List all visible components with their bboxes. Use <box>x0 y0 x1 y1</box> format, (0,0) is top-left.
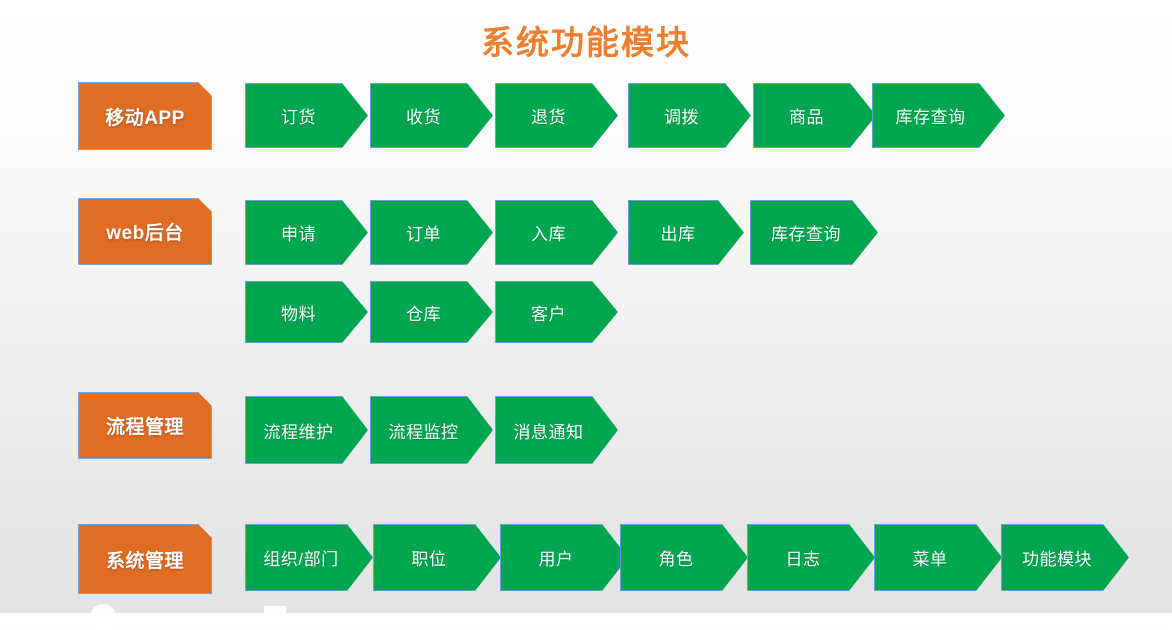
chevron-item[interactable]: 出库 <box>628 200 744 265</box>
chevron-label: 订单 <box>406 225 441 244</box>
partial-shape-square <box>264 606 286 626</box>
chevron-label: 角色 <box>658 550 694 569</box>
chevron-label: 日志 <box>785 550 821 569</box>
category-label: web后台 <box>106 223 184 244</box>
chevron-label: 商品 <box>789 108 824 127</box>
chevron-item[interactable]: 用户 <box>500 524 628 591</box>
chevron-label: 客户 <box>531 304 566 324</box>
chevron-item[interactable]: 物料 <box>245 281 368 343</box>
chevron-item[interactable]: 调拨 <box>628 83 751 148</box>
chevron-label: 用户 <box>538 550 574 569</box>
chevron-label: 库存查询 <box>895 108 966 127</box>
chevron-item[interactable]: 流程维护 <box>245 396 368 464</box>
chevron-label: 菜单 <box>912 550 948 569</box>
chevron-item[interactable]: 组织/部门 <box>245 524 373 591</box>
chevron-item[interactable]: 库存查询 <box>872 83 1005 148</box>
chevron-item[interactable]: 收货 <box>370 83 493 148</box>
chevron-label: 仓库 <box>406 304 441 324</box>
category-box-process-management[interactable]: 流程管理 <box>78 392 212 459</box>
chevron-label: 组织/部门 <box>263 550 339 569</box>
chevron-item[interactable]: 商品 <box>753 83 876 148</box>
chevron-label: 职位 <box>411 550 447 569</box>
chevron-label: 入库 <box>531 225 566 244</box>
chevron-item[interactable]: 客户 <box>495 281 618 343</box>
page-title: 系统功能模块 <box>481 24 691 61</box>
chevron-item[interactable]: 菜单 <box>874 524 1002 591</box>
chevron-item[interactable]: 退货 <box>495 83 618 148</box>
chevron-item[interactable]: 申请 <box>245 200 368 265</box>
chevron-item[interactable]: 角色 <box>620 524 748 591</box>
category-label: 流程管理 <box>105 417 184 438</box>
category-label: 移动APP <box>105 107 185 129</box>
chevron-label: 申请 <box>281 225 316 244</box>
chevron-label: 流程维护 <box>263 422 334 442</box>
chevron-label: 功能模块 <box>1022 550 1092 569</box>
chevron-item[interactable]: 流程监控 <box>370 396 493 464</box>
chevron-label: 物料 <box>281 304 316 324</box>
chevron-item[interactable]: 功能模块 <box>1001 524 1129 591</box>
chevron-item[interactable]: 订货 <box>245 83 368 148</box>
chevron-label: 调拨 <box>664 108 699 127</box>
chevron-label: 收货 <box>406 108 441 127</box>
category-label: 系统管理 <box>105 550 184 572</box>
chevron-label: 退货 <box>531 108 566 127</box>
category-box-mobile-app[interactable]: 移动APP <box>78 82 212 150</box>
chevron-item[interactable]: 订单 <box>370 200 493 265</box>
chevron-item[interactable]: 库存查询 <box>750 200 878 265</box>
chevron-item[interactable]: 仓库 <box>370 281 493 343</box>
chevron-label: 出库 <box>660 225 696 244</box>
chevron-label: 订货 <box>281 108 316 127</box>
chevron-label: 消息通知 <box>513 422 584 442</box>
category-box-system-management[interactable]: 系统管理 <box>78 524 212 594</box>
slide-canvas: 系统功能模块 移动APP 订货 收货 退货 调拨 商品 库存查询 web后台 申… <box>0 24 1172 594</box>
chevron-item[interactable]: 消息通知 <box>495 396 618 464</box>
chevron-item[interactable]: 职位 <box>373 524 501 591</box>
category-box-web-backend[interactable]: web后台 <box>78 198 212 265</box>
chevron-label: 库存查询 <box>771 225 841 244</box>
chevron-label: 流程监控 <box>388 422 459 442</box>
chevron-item[interactable]: 日志 <box>747 524 875 591</box>
partial-shape-circle <box>90 604 116 630</box>
chevron-item[interactable]: 入库 <box>495 200 618 265</box>
